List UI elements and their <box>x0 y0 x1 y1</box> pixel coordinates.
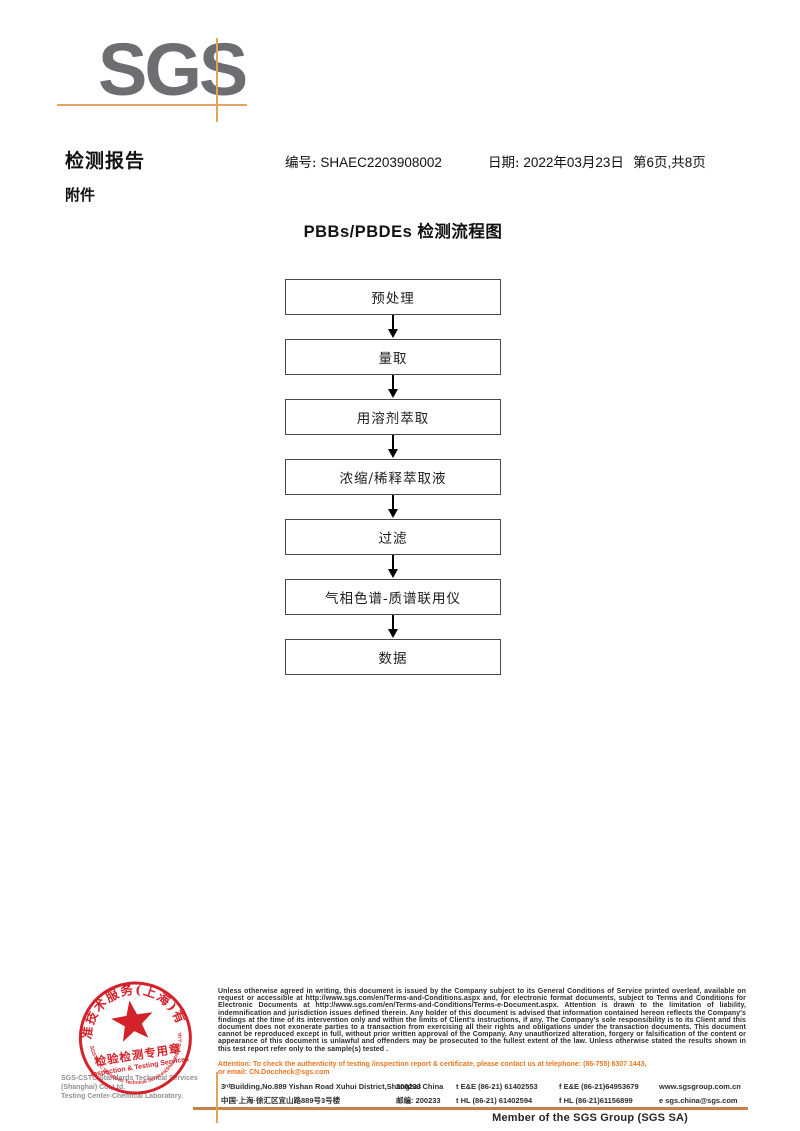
fax-cn: f HL (86-21)61156899 <box>559 1095 633 1105</box>
report-number-value: SHAEC2203908002 <box>320 155 442 170</box>
report-title: 检测报告 <box>65 150 146 172</box>
legal-disclaimer-text: Unless otherwise agreed in writing, this… <box>218 988 746 1053</box>
email-address: e sgs.china@sgs.com <box>659 1095 738 1105</box>
flow-arrow-down-icon <box>285 435 501 459</box>
attention-line2: or email: CN.Doccheck@sgs.com <box>218 1068 330 1076</box>
address-row-cn: 中国·上海·徐汇区宜山路889号3号楼 邮编: 200233 t HL (86-… <box>221 1093 748 1107</box>
postcode-en: 200233 <box>396 1081 422 1091</box>
flow-arrow-down-icon <box>285 615 501 639</box>
report-number: 编号: SHAEC2203908002 <box>285 151 442 171</box>
company-stamp: 通标标准技术服务(上海)有限公司 SGS-CSTC Standards Tech… <box>51 965 192 1095</box>
logo-crosshair-horizontal <box>57 104 247 106</box>
svg-text:通标标准技术服务(上海)有限公司: 通标标准技术服务(上海)有限公司 <box>51 965 190 1047</box>
website-url: www.sgsgroup.com.cn <box>659 1081 741 1091</box>
stamp-star-icon <box>111 1000 153 1042</box>
flow-step-solvent-extraction: 用溶剂萃取 <box>285 399 501 435</box>
address-en: 3ʳᵈBuilding,No.889 Yishan Road Xuhui Dis… <box>221 1081 444 1091</box>
postcode-cn: 邮编: 200233 <box>396 1095 441 1105</box>
flow-step-filter: 过滤 <box>285 519 501 555</box>
flow-step-measure: 量取 <box>285 339 501 375</box>
flow-step-pretreatment: 预处理 <box>285 279 501 315</box>
flow-arrow-down-icon <box>285 375 501 399</box>
address-block: 3ʳᵈBuilding,No.889 Yishan Road Xuhui Dis… <box>221 1079 748 1107</box>
attachment-label: 附件 <box>65 186 96 204</box>
attention-notice: Attention: To check the authenticity of … <box>218 1061 746 1077</box>
member-text: Member of the SGS Group (SGS SA) <box>492 1112 688 1124</box>
flow-step-data: 数据 <box>285 639 501 675</box>
flow-arrow-down-icon <box>285 555 501 579</box>
attention-line1: Attention: To check the authenticity of … <box>218 1061 647 1068</box>
telephone-cn: t HL (86-21) 61402594 <box>456 1095 533 1105</box>
telephone-en: t E&E (86-21) 61402553 <box>456 1081 538 1091</box>
stamp-company-line1: SGS-CSTC Standards Technical Services (S… <box>61 1075 198 1091</box>
report-date-label: 日期: <box>488 155 520 171</box>
stamp-ring <box>78 981 192 1095</box>
sgs-logo: SGS <box>98 28 248 111</box>
stamp-ring-text: 通标标准技术服务(上海)有限公司 <box>51 965 190 1047</box>
flow-arrow-down-icon <box>285 495 501 519</box>
flow-arrow-down-icon <box>285 315 501 339</box>
page-indicator: 第6页,共8页 <box>633 155 706 170</box>
report-date: 日期: 2022年03月23日 <box>488 151 624 171</box>
footer-rule <box>193 1107 748 1110</box>
fax-en: f E&E (86-21)64953679 <box>559 1081 639 1091</box>
flowchart: 预处理 量取 用溶剂萃取 浓缩/稀释萃取液 过滤 气相色谱-质谱联用仪 数据 <box>285 279 501 675</box>
flow-step-gcms: 气相色谱-质谱联用仪 <box>285 579 501 615</box>
logo-crosshair-vertical <box>216 38 218 122</box>
stamp-company-line2: Testing Center-Chemical Laboratory. <box>61 1093 183 1100</box>
address-cn: 中国·上海·徐汇区宜山路889号3号楼 <box>221 1095 341 1105</box>
report-number-label: 编号: <box>285 155 317 171</box>
address-row-en: 3ʳᵈBuilding,No.889 Yishan Road Xuhui Dis… <box>221 1079 748 1093</box>
flow-step-concentrate-dilute: 浓缩/稀释萃取液 <box>285 459 501 495</box>
flowchart-title: PBBs/PBDEs 检测流程图 <box>303 223 503 241</box>
footer-crosshair-vertical <box>216 1072 218 1123</box>
report-date-value: 2022年03月23日 <box>523 155 624 170</box>
stamp-company-text: SGS-CSTC Standards Technical Services (S… <box>61 1074 231 1101</box>
